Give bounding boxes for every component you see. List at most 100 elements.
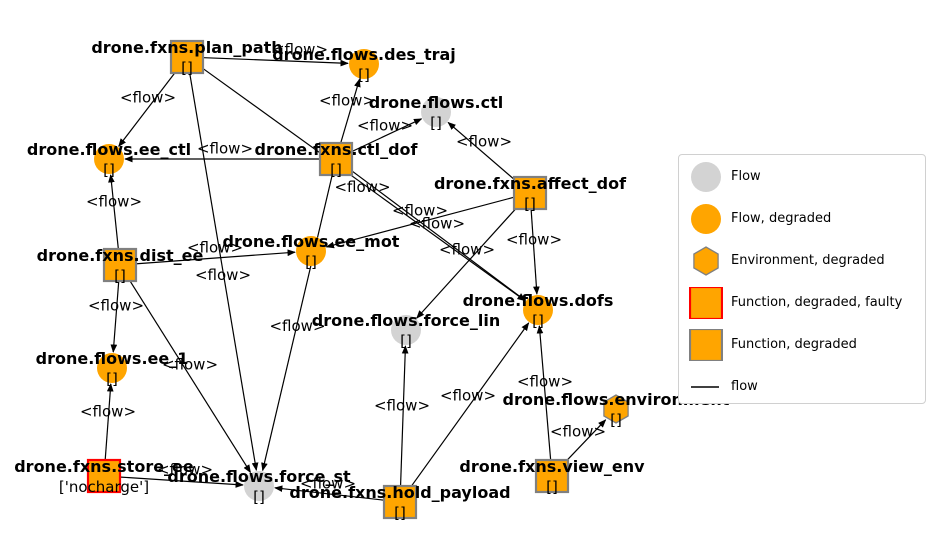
node-state-ee_ctl: []: [103, 161, 115, 179]
edge-dist_ee-to-ee_1: [110, 281, 120, 353]
edge-label-view_env-to-environment: <flow>: [550, 423, 606, 441]
edge-label-dist_ee-to-ee_1: <flow>: [88, 297, 144, 315]
legend-item-flow-degraded: Flow, degraded: [679, 201, 925, 237]
edge-label-hold_payload-to-dofs: <flow>: [440, 387, 496, 405]
edge-label-ctl_dof-to-des_traj: <flow>: [319, 92, 375, 110]
legend-shape-function-faulty: [689, 287, 723, 319]
node-ctl: [421, 97, 451, 127]
edge-label-view_env-to-dofs: <flow>: [517, 373, 573, 391]
node-ctl_dof: [318, 141, 354, 177]
node-state-ctl: []: [430, 114, 442, 132]
edges-layer: [104, 57, 607, 501]
edge-store_ee-to-force_st: [120, 476, 244, 488]
edge-ctl_dof-to-force_st: [261, 175, 333, 472]
legend-symbol-environment: [693, 246, 719, 276]
node-name-ctl: drone.flows.ctl: [369, 93, 504, 112]
edge-plan_path-to-ee_ctl: [118, 70, 178, 147]
legend-label-environment: Environment, degraded: [731, 253, 885, 268]
node-name-dofs: drone.flows.dofs: [463, 291, 614, 310]
edge-label-affect_dof-to-ee_mot: <flow>: [409, 215, 465, 233]
edge-store_ee-to-ee_1: [104, 383, 114, 460]
node-name-plan_path: drone.fxns.plan_path: [91, 38, 282, 57]
edge-plan_path-to-des_traj: [203, 57, 349, 67]
node-ee_1: [97, 353, 127, 383]
legend-item-function-faulty: Function, degraded, faulty: [679, 285, 925, 321]
node-state-ee_mot: []: [305, 253, 317, 271]
legend-shape-function: [689, 329, 723, 361]
legend-item-flow: Flow: [679, 159, 925, 195]
edge-label-plan_path-to-des_traj: <flow>: [272, 41, 328, 59]
edge-hold_payload-to-dofs: [409, 322, 530, 489]
edge-label-ctl_dof-to-ctl: <flow>: [357, 117, 413, 135]
edge-label-affect_dof-to-force_lin: <flow>: [439, 241, 495, 259]
edge-label-hold_payload-to-force_lin: <flow>: [374, 397, 430, 415]
node-state-hold_payload: []: [394, 504, 406, 522]
edge-plan_path-to-force_st: [189, 73, 259, 472]
edge-view_env-to-dofs: [536, 325, 552, 460]
legend-symbol-function-faulty: [689, 287, 723, 319]
legend-shape-environment: [693, 246, 719, 276]
node-affect_dof: [512, 175, 548, 211]
edge-label-affect_dof-to-dofs: <flow>: [506, 231, 562, 249]
edge-dist_ee-to-ee_ctl: [108, 174, 119, 249]
legend-label-flow: Flow: [731, 169, 761, 184]
node-view_env: [534, 458, 570, 494]
edge-ctl_dof-to-ctl: [351, 118, 423, 153]
edge-hold_payload-to-force_lin: [399, 345, 409, 486]
node-store_ee: [86, 458, 122, 494]
legend-item-function: Function, degraded: [679, 327, 925, 363]
edge-view_env-to-environment: [563, 419, 607, 465]
node-state-des_traj: []: [358, 66, 370, 84]
node-labels-layer: drone.fxns.plan_path [] drone.flows.des_tr…: [14, 38, 730, 522]
node-environment: [603, 394, 629, 424]
node-state-force_lin: []: [400, 332, 412, 350]
node-name-force_lin: drone.flows.force_lin: [312, 311, 500, 330]
edge-label-affect_dof-to-ctl: <flow>: [456, 133, 512, 151]
legend-label-function-faulty: Function, degraded, faulty: [731, 295, 903, 310]
legend-shape-flow-degraded: [691, 204, 721, 234]
edge-ctl_dof-to-des_traj: [340, 78, 361, 143]
node-name-ee_1: drone.flows.ee_1: [36, 349, 189, 368]
edge-label-plan_path-to-dofs: <flow>: [334, 178, 390, 196]
node-name-environment: drone.flows.environment: [503, 390, 730, 409]
edge-label-ctl_dof-to-force_st: <flow>: [269, 317, 325, 335]
node-state-ctl_dof: []: [330, 161, 342, 179]
node-state-view_env: []: [546, 478, 558, 496]
legend-shape-flow: [691, 162, 721, 192]
node-state-plan_path: []: [181, 59, 193, 77]
node-name-hold_payload: drone.fxns.hold_payload: [289, 483, 510, 502]
node-name-affect_dof: drone.fxns.affect_dof: [434, 174, 627, 193]
edge-label-store_ee-to-force_st: <flow>: [157, 461, 213, 479]
node-force_lin: [391, 315, 421, 345]
edge-hold_payload-to-force_st: [274, 485, 384, 501]
node-state-dofs: []: [532, 312, 544, 330]
node-des_traj: [349, 49, 379, 79]
node-name-ee_mot: drone.flows.ee_mot: [223, 232, 400, 251]
edge-label-plan_path-to-force_st: <flow>: [195, 266, 251, 284]
node-name-dist_ee: drone.fxns.dist_ee: [37, 246, 204, 265]
edge-affect_dof-to-ee_mot: [325, 196, 514, 249]
legend-symbol-flow-degraded: [691, 204, 721, 234]
edge-label-dist_ee-to-force_st: <flow>: [162, 356, 218, 374]
edge-dist_ee-to-ee_mot: [136, 249, 296, 265]
legend-label-function: Function, degraded: [731, 337, 857, 352]
legend-item-environment: Environment, degraded: [679, 243, 925, 279]
edge-label-dist_ee-to-ee_ctl: <flow>: [86, 193, 142, 211]
legend-symbol-function: [689, 329, 723, 361]
node-name-ctl_dof: drone.fxns.ctl_dof: [255, 140, 419, 159]
node-state-dist_ee: []: [114, 267, 126, 285]
node-state-force_st: []: [253, 488, 265, 506]
edge-affect_dof-to-ctl: [447, 121, 518, 183]
node-state-affect_dof: []: [524, 195, 536, 213]
node-state-environment: []: [610, 411, 622, 429]
legend-item-line: flow: [679, 369, 925, 405]
node-ee_ctl: [94, 144, 124, 174]
edge-plan_path-to-dofs: [200, 66, 526, 302]
legend-symbol-flow: [691, 162, 721, 192]
edge-label-hold_payload-to-force_st: <flow>: [300, 475, 356, 493]
node-name-store_ee: drone.fxns.store_ee: [14, 457, 194, 476]
node-plan_path: [169, 39, 205, 75]
node-name-des_traj: drone.flows.des_traj: [272, 45, 456, 64]
node-name-ee_ctl: drone.flows.ee_ctl: [27, 140, 191, 159]
